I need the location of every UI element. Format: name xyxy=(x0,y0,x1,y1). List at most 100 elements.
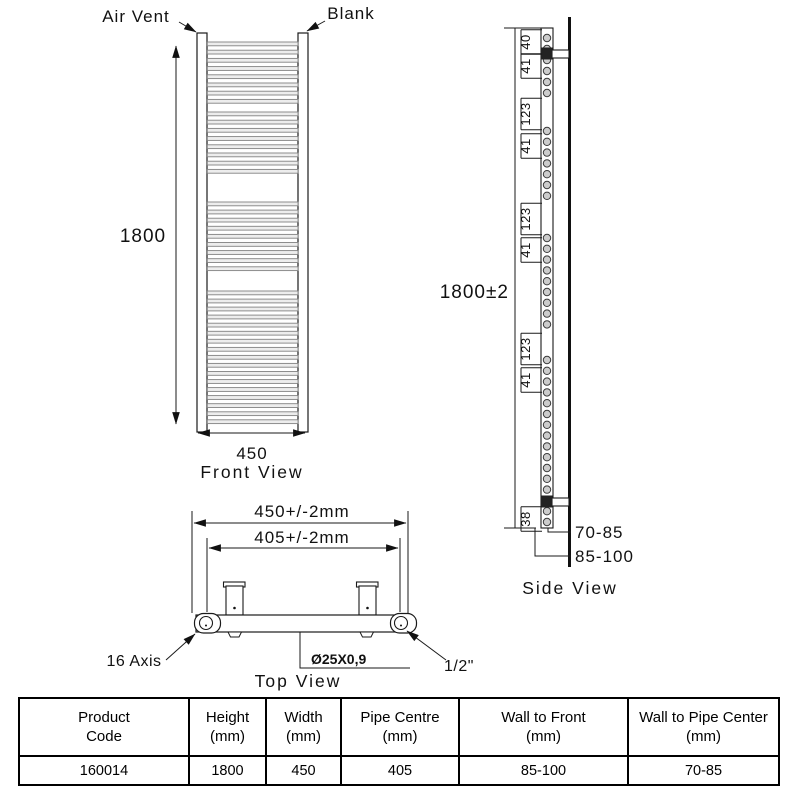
towel-bar xyxy=(206,233,299,239)
bar-cross-section xyxy=(542,485,552,494)
header-line: Pipe Centre xyxy=(360,708,440,726)
bar-cross-section xyxy=(542,431,552,440)
tube-spec-label: Ø25X0,9 xyxy=(311,651,366,667)
table-value-cell: 85-100 xyxy=(458,755,629,786)
towel-bar xyxy=(206,371,299,376)
bar-cross-section xyxy=(542,309,552,318)
bar-cross-section xyxy=(542,453,552,462)
bar-cross-section xyxy=(542,409,552,419)
towel-bar xyxy=(206,346,299,352)
towel-bar xyxy=(206,419,299,425)
towel-bar xyxy=(206,152,299,158)
bar-cross-section xyxy=(542,180,552,190)
header-line: (mm) xyxy=(686,728,721,745)
wall-to-pipe-leader-line xyxy=(547,528,571,533)
bar-cross-section xyxy=(542,388,552,397)
top-wall-bracket-arm xyxy=(551,49,570,59)
left-vertical-tube xyxy=(196,32,208,433)
width-dimension-value: 450 xyxy=(236,444,267,463)
towel-bar xyxy=(206,290,299,296)
bar-cross-section xyxy=(542,420,552,429)
bar-cross-section xyxy=(542,277,552,286)
top-view: 450+/-2mm 405+/-2mm Ø25X0,9 16 Axis 1/2" xyxy=(106,502,473,691)
bar-cross-section xyxy=(542,170,552,179)
bar-cross-section xyxy=(542,148,552,157)
right-bracket-stub xyxy=(358,585,377,616)
towel-bar xyxy=(206,403,299,408)
header-line: Height xyxy=(205,708,250,726)
header-line: (mm) xyxy=(382,728,418,745)
towel-bar xyxy=(206,160,299,166)
towel-bar xyxy=(206,411,299,417)
top-view-caption: Top View xyxy=(255,671,342,691)
bar-cross-section xyxy=(542,320,552,329)
bar-cross-section xyxy=(542,507,552,516)
bottom-wall-bracket xyxy=(540,495,553,508)
bar-cross-section xyxy=(542,126,552,136)
top-overall-width-value: 450+/-2mm xyxy=(254,502,349,521)
bar-cross-section xyxy=(542,255,552,264)
bar-cross-section xyxy=(542,233,552,243)
blank-leader-line xyxy=(306,20,326,32)
left-pipe-centre-dot xyxy=(205,624,207,627)
bar-cross-section xyxy=(542,137,552,147)
bar-cross-section xyxy=(542,66,552,76)
towel-bar xyxy=(206,98,299,104)
towel-bar xyxy=(206,66,299,71)
towel-bar xyxy=(206,225,299,231)
bar-cross-section xyxy=(542,399,552,408)
spacing-dimension-value: 123 xyxy=(518,337,533,360)
spacing-dimension-value: 41 xyxy=(518,138,533,153)
tube-spec-leader-line xyxy=(299,632,410,669)
header-line: Wall to Pipe Center xyxy=(639,708,768,726)
bottom-wall-bracket-arm xyxy=(551,497,570,507)
top-wall-bracket xyxy=(540,47,553,60)
bar-cross-section xyxy=(542,159,552,168)
towel-bar xyxy=(206,338,299,344)
side-view-caption: Side View xyxy=(522,578,618,598)
axis-leader-line xyxy=(165,633,196,661)
bar-cross-section xyxy=(542,77,552,87)
spacing-dimension-value: 41 xyxy=(518,58,533,73)
towel-bar xyxy=(206,266,299,272)
header-line: Width xyxy=(284,708,323,726)
towel-bar xyxy=(206,144,299,150)
right-vertical-tube xyxy=(297,32,309,433)
spacing-dimension-value: 123 xyxy=(518,207,533,230)
wall-to-pipe-dimension-value: 70-85 xyxy=(575,523,623,542)
table-header-cell: Width(mm) xyxy=(265,697,342,757)
right-pipe-centre-dot xyxy=(400,624,402,627)
towel-bar xyxy=(206,74,299,80)
bar-cross-section xyxy=(542,88,552,98)
front-view-towel-bars xyxy=(206,41,299,425)
bar-cross-section xyxy=(542,442,552,451)
table-header-cell: Wall to Pipe Center (mm) xyxy=(627,697,780,757)
table-header-cell: Pipe Centre (mm) xyxy=(340,697,460,757)
left-bracket-stub xyxy=(225,585,244,616)
bar-cross-section xyxy=(542,355,552,365)
towel-bar xyxy=(206,354,299,360)
header-line: Product xyxy=(78,708,130,726)
bar-cross-section xyxy=(542,517,552,527)
table-value-cell: 160014 xyxy=(18,755,190,786)
right-foot xyxy=(359,631,375,638)
towel-bar xyxy=(206,395,299,400)
bar-cross-section xyxy=(542,474,552,483)
spacing-dimension-value: 40 xyxy=(518,34,533,49)
towel-bar xyxy=(206,201,299,207)
towel-bar xyxy=(206,57,299,63)
pipe-centre-dimension-value: 405+/-2mm xyxy=(254,528,349,547)
towel-bar xyxy=(206,209,299,215)
spacing-dimension-value: 41 xyxy=(518,242,533,257)
bar-cross-section xyxy=(542,266,552,275)
table-header-cell: Height(mm) xyxy=(188,697,267,757)
bar-cross-section xyxy=(542,377,552,386)
towel-bar xyxy=(206,90,299,96)
towel-bar xyxy=(206,49,299,55)
wall-to-front-dimension-value: 85-100 xyxy=(575,547,634,566)
